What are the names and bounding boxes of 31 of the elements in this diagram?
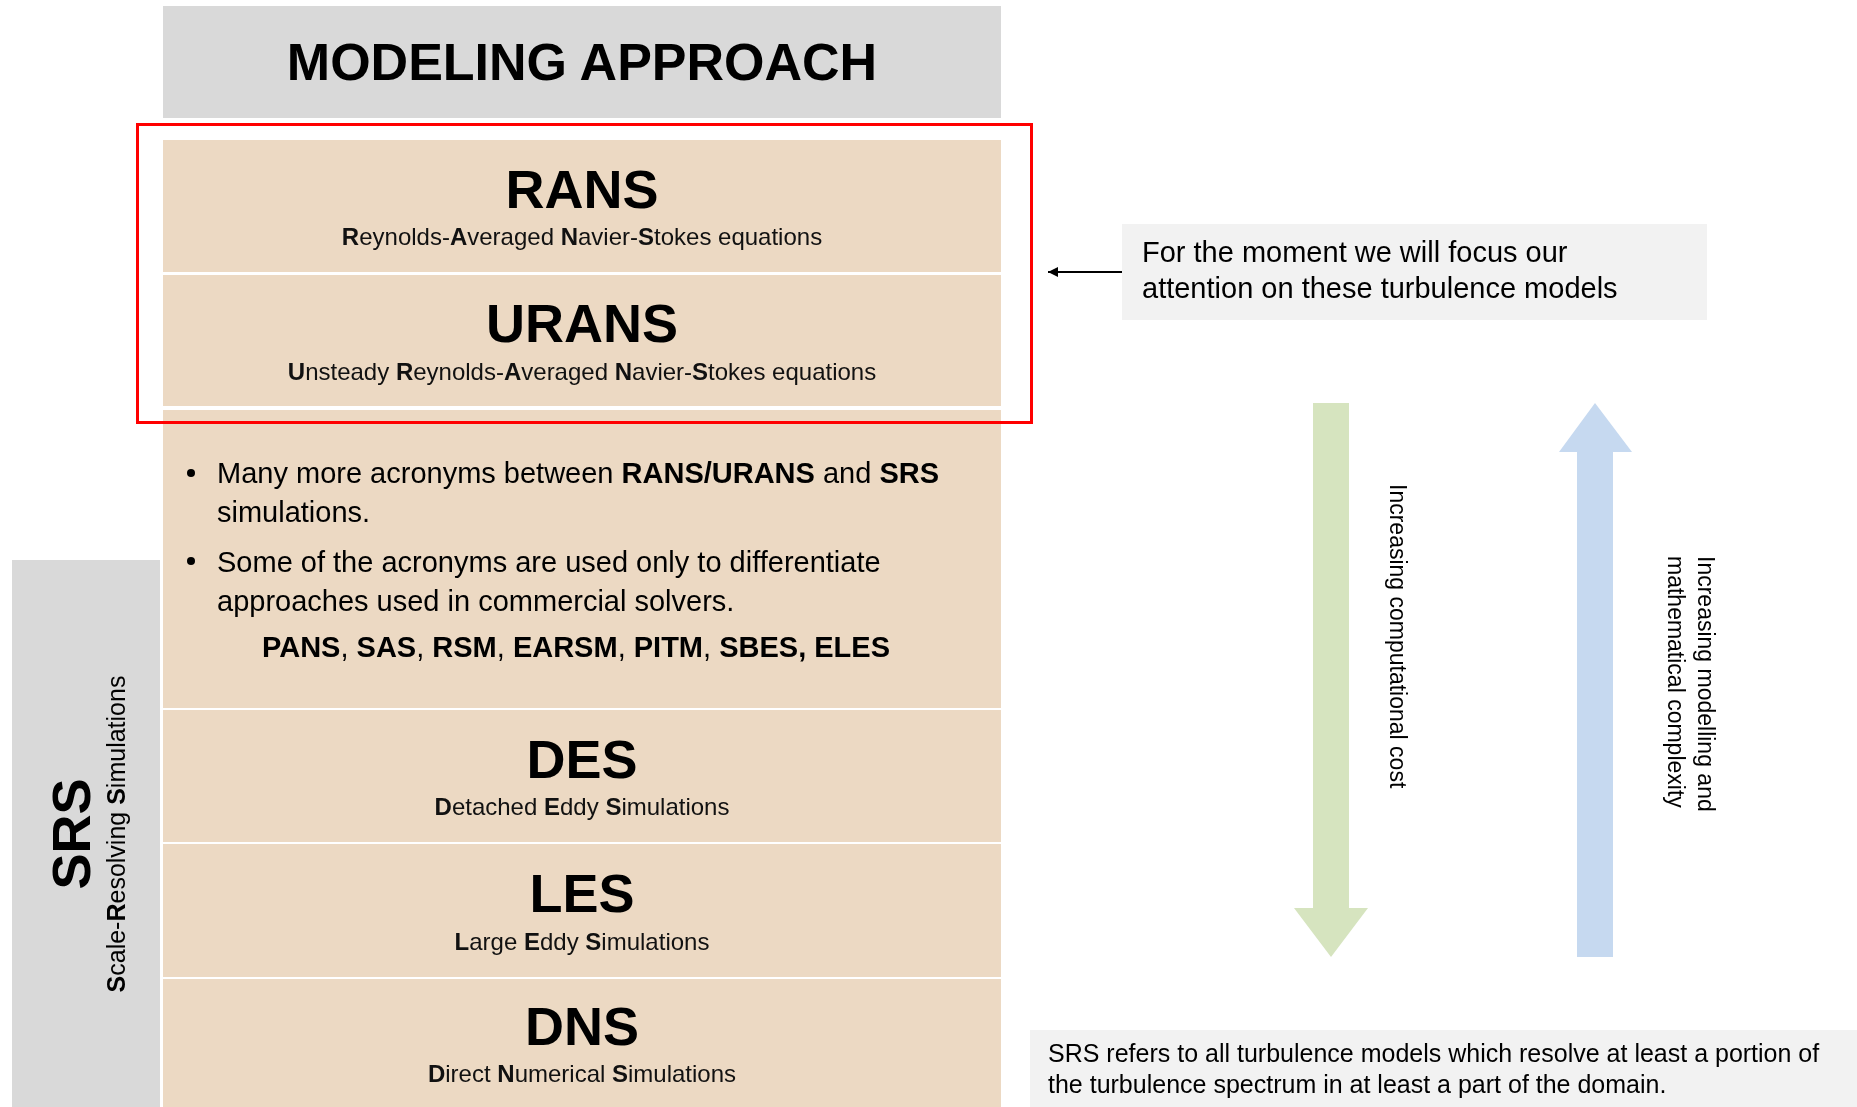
bullet-item: Some of the acronyms are used only to differentiate approaches used in commercial solvers. — [181, 542, 971, 621]
acronym-expansion: Unsteady Reynolds-Averaged Navier-Stokes equations — [287, 357, 877, 386]
note-box — [1122, 224, 1707, 320]
arrow-caption: Increasing computational cost — [1383, 484, 1412, 789]
model-panel — [163, 844, 1001, 977]
arrow-caption: Increasing modelling and mathematical complexity — [1661, 556, 1720, 814]
model-panel — [163, 710, 1001, 842]
header-band — [163, 6, 1001, 118]
acronym-expansion: Large Eddy Simulations — [454, 927, 710, 956]
note-text: SRS refers to all turbulence models which resolve at least a portion of the turbulence spectrum in at least a part of the domain. — [1048, 1039, 1820, 1099]
acronym-heading: RANS — [505, 160, 659, 218]
bullet-item: Many more acronyms between RANS/URANS and SRS simulations. — [181, 454, 971, 533]
acronym-heading: DES — [526, 730, 638, 788]
heading: MODELING APPROACH — [286, 32, 878, 92]
acronym-heading: DNS — [525, 997, 639, 1055]
acronym-expansion: Detached Eddy Simulations — [434, 793, 730, 822]
model-panel — [163, 140, 1001, 272]
acronym-heading: URANS — [486, 295, 678, 352]
model-panel — [163, 979, 1001, 1107]
acronym-expansion: Reynolds-Averaged Navier-Stokes equations — [341, 223, 823, 252]
band-heading: SRS — [42, 778, 97, 890]
acronym-expansion: Direct Numerical Simulations — [427, 1060, 737, 1089]
note-text: For the moment we will focus our attention on these turbulence models — [1142, 236, 1618, 305]
side-band — [12, 560, 160, 1107]
arrow — [1047, 267, 1123, 277]
notes-panel — [163, 410, 1001, 708]
acronym-heading: LES — [529, 865, 635, 922]
band-subtitle: Scale-Resolving Simulations — [100, 675, 130, 992]
model-panel — [163, 275, 1001, 406]
acronym-list: PANS, SAS, RSM, EARSM, PITM, SBES, ELES — [262, 630, 890, 664]
highlight-frame — [136, 123, 1033, 424]
